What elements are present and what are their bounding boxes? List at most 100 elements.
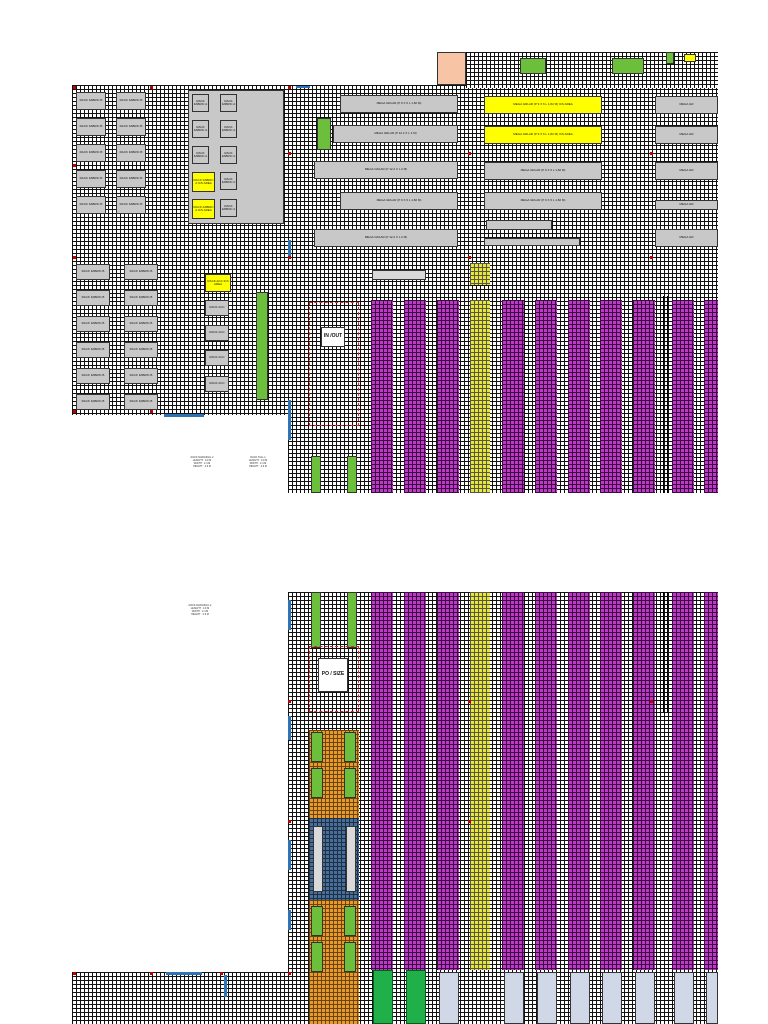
rack-label: MEGA GR — [679, 168, 694, 173]
rack-label: RACK FABRIC A — [193, 124, 208, 132]
magenta-rack-col-2 — [404, 300, 426, 493]
mega-gr-r2: MEGA GRLAR (P 9 X 6 L 1,82 M) — [484, 192, 602, 210]
magenta-rack-col-b8 — [633, 592, 655, 970]
rack-label: RACK FABRIC B — [119, 124, 143, 129]
green-rack-b3 — [311, 732, 323, 762]
green-rack-b8 — [344, 906, 356, 936]
blue-strip — [224, 975, 227, 997]
mega-gr-r3 — [486, 220, 552, 230]
rack-label: MEGA GRLAR (P 9 X 6 L 1,82 M) — [376, 101, 422, 106]
magenta-rack-col-8 — [633, 300, 655, 493]
rack-acc-4: RACK ACC — [205, 376, 229, 392]
column-marker — [288, 86, 291, 89]
yellow-rack-col — [470, 300, 490, 493]
bottom-rack-6 — [635, 972, 655, 1024]
mega-gr-far-2: MEGA GR — [655, 126, 718, 144]
rack-fabric-a-8: RACK FABRIC A — [220, 199, 237, 217]
rack-label: MEGA GRLAR (P 9 X 6 L 1,82 M) ICS AREA — [513, 102, 573, 107]
rack-fabric-b-20: RACK FABRIC B — [124, 368, 158, 384]
mega-gr-3: MEGA GRLAR (P 12.2 X L 2 M) — [314, 161, 458, 179]
rack-label: RACK FABRIC B — [81, 373, 105, 378]
column-marker — [468, 152, 471, 155]
green-bin-1 — [373, 970, 393, 1024]
rack-label: RACK FABRIC B — [81, 347, 105, 352]
column-marker — [73, 972, 76, 975]
green-rack-b6 — [344, 768, 356, 798]
green-rack-b10 — [344, 942, 356, 972]
vertical-green-rack-b2 — [347, 592, 357, 648]
rack-acc-3: RACK ACC — [205, 350, 229, 366]
aisle-divider — [667, 592, 668, 712]
blue-strip — [288, 716, 291, 740]
column-marker — [73, 410, 76, 413]
column-marker — [73, 164, 76, 167]
magenta-rack-col-b10 — [704, 592, 718, 970]
rack-label: RACK FABRIC A ICS AREA — [193, 204, 214, 212]
rack-label: RACK FABRIC A ICS AREA — [193, 177, 214, 185]
magenta-rack-col-9 — [672, 300, 694, 493]
green-rack-b7 — [311, 906, 323, 936]
rack-label: RACK ACC — [209, 355, 225, 360]
rack-label: RACK FABRIC B — [79, 124, 103, 129]
yellow-rack-col-b — [470, 592, 490, 970]
column-marker — [468, 700, 471, 703]
rack-label: MEGA GR — [679, 235, 694, 240]
rack-spec-note-3: RACK MARGINAL 2 LENGHT : 4.9 M WIDTH : 2… — [188, 604, 212, 616]
mega-gr-ics-2: MEGA GRLAR (P 9 X 6 L 1,82 M) ICS AREA — [484, 126, 602, 144]
rack-acc-1: RACK ACC — [205, 300, 229, 316]
mega-gr-far-1: MEGA GR — [655, 96, 718, 114]
rack-fabric-b-9: RACK FABRIC B — [76, 196, 106, 214]
office-block — [437, 52, 466, 85]
rack-label: RACK FABRIC A — [221, 150, 236, 158]
magenta-rack-col-b5 — [535, 592, 557, 970]
rack-fabric-b-17: RACK FABRIC B — [76, 342, 110, 358]
rack-fabric-b-5: RACK FABRIC B — [76, 144, 106, 162]
blue-strip — [288, 910, 291, 930]
column-marker — [150, 410, 153, 413]
rack-fabric-b-4: RACK FABRIC B — [116, 118, 146, 136]
rack-label: RACK FABRIC B — [81, 399, 105, 404]
rack-fabric-b-21: RACK FABRIC B — [76, 394, 110, 410]
rack-fabric-a-ics-1: RACK FABRIC A ICS AREA — [192, 172, 215, 192]
column-marker — [150, 86, 153, 89]
vertical-green-rack-b1 — [311, 592, 321, 648]
po-size-zone — [309, 646, 359, 712]
column-marker — [73, 256, 76, 259]
aisle-divider — [663, 296, 664, 493]
rack-label: RACK FABRIC A — [221, 203, 236, 211]
magenta-rack-col-b6 — [568, 592, 590, 970]
magenta-rack-col-4 — [502, 300, 524, 493]
rack-fabric-b-18: RACK FABRIC B — [124, 342, 158, 358]
rack-label: RACK FABRIC B — [129, 321, 153, 326]
rack-label: MEGA GR — [679, 202, 694, 207]
rack-label: RACK FABRIC A — [221, 98, 236, 106]
aisle-divider — [667, 296, 668, 493]
magenta-rack-col-1 — [371, 300, 393, 493]
green-rack-b9 — [311, 942, 323, 972]
rack-fabric-a-2: RACK FABRIC A — [220, 94, 237, 112]
rack-label: RACK FABRIC B — [79, 98, 103, 103]
mega-gr-5: MEGA GRLAR (P 12.2 X L 2 M) — [314, 229, 458, 247]
column-marker — [288, 972, 291, 975]
rack-label: RACK FABRIC B — [129, 295, 153, 300]
warehouse-grid-top-strip — [466, 52, 718, 88]
rack-fabric-a-1: RACK FABRIC A — [192, 94, 209, 112]
rack-label: MEGA GRLAR (P 12.2 X L 2 M) — [364, 167, 408, 172]
bottom-rack-4 — [570, 972, 590, 1024]
magenta-rack-col-b9 — [672, 592, 694, 970]
rack-fabric-b-16: RACK FABRIC B — [124, 316, 158, 332]
column-marker — [150, 972, 153, 975]
rack-fabric-b-2: RACK FABRIC B — [116, 92, 146, 110]
rack-label: RACK FABRIC B — [79, 150, 103, 155]
blue-strip — [288, 840, 291, 870]
green-bin-2 — [406, 970, 426, 1024]
green-rack-b4 — [344, 732, 356, 762]
column-marker — [73, 86, 76, 89]
column-marker — [468, 820, 471, 823]
column-marker — [288, 256, 291, 259]
rack-label: RACK FABRIC B — [119, 176, 143, 181]
rack-fabric-b-7: RACK FABRIC B — [76, 170, 106, 188]
aisle-divider — [663, 592, 664, 712]
rack-fabric-b-22: RACK FABRIC B — [124, 394, 158, 410]
rack-label: MEGA GR — [679, 132, 694, 137]
